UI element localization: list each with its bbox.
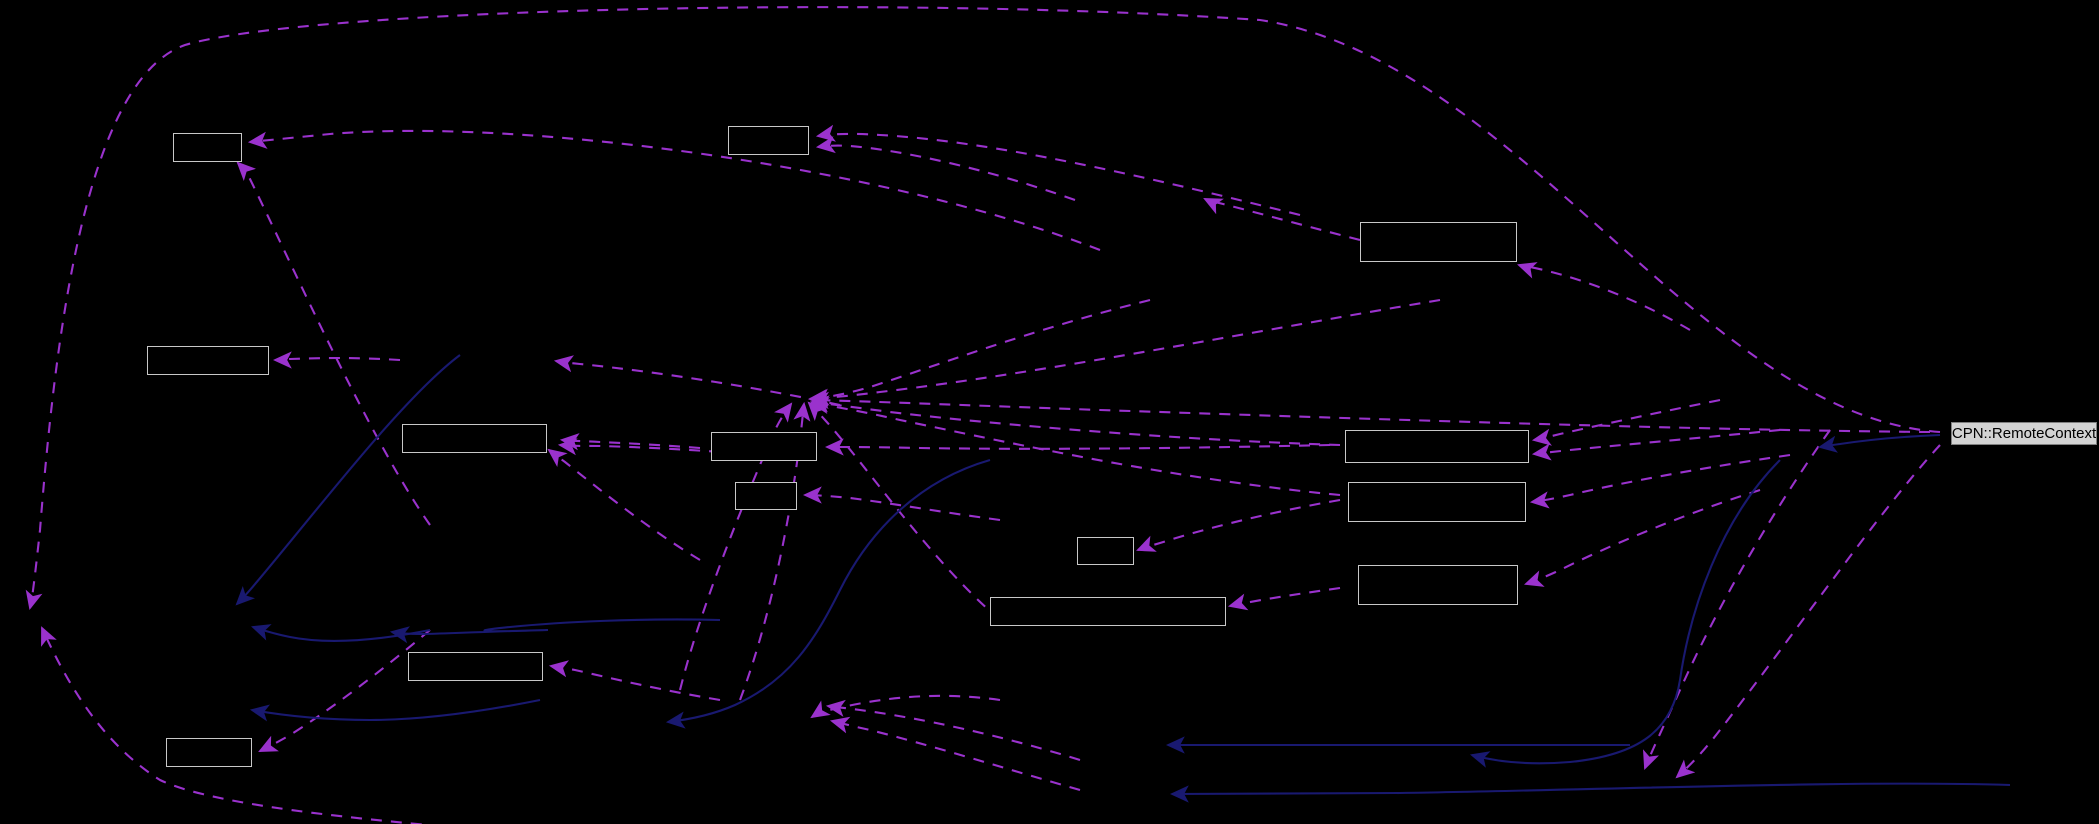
graph-node[interactable] bbox=[735, 482, 797, 510]
graph-node[interactable] bbox=[728, 126, 809, 155]
graph-node[interactable] bbox=[990, 597, 1226, 626]
graph-node[interactable] bbox=[1345, 430, 1529, 463]
purple-dashed-edge-group bbox=[25, 6, 1941, 824]
graph-node[interactable] bbox=[147, 346, 269, 375]
graph-node[interactable] bbox=[408, 652, 543, 681]
graph-node[interactable] bbox=[173, 133, 242, 162]
graph-node[interactable] bbox=[166, 738, 252, 767]
graph-node[interactable] bbox=[1077, 537, 1134, 565]
blue-solid-edge-group bbox=[235, 354, 2011, 803]
graph-node-focus[interactable]: CPN::RemoteContext bbox=[1951, 422, 2097, 445]
graph-node[interactable] bbox=[711, 432, 817, 461]
graph-node[interactable] bbox=[1348, 482, 1526, 522]
graph-node[interactable] bbox=[1358, 565, 1518, 605]
graph-node[interactable] bbox=[1360, 222, 1517, 262]
graph-node[interactable] bbox=[402, 424, 547, 453]
